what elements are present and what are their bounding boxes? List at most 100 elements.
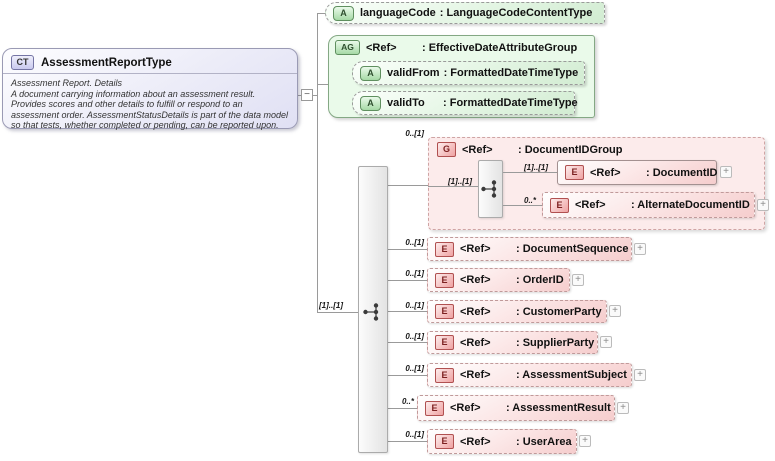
- cardinality-label: [1]..[1]: [319, 301, 343, 310]
- element-type: : AssessmentSubject: [516, 369, 627, 381]
- group-icon: G: [437, 142, 456, 157]
- attribute-box-validfrom[interactable]: A validFrom: FormattedDateTimeType: [352, 61, 585, 85]
- cardinality-label: 0..[1]: [405, 301, 424, 310]
- connector-line: [388, 311, 427, 312]
- sequence-compositor-bar[interactable]: [358, 166, 388, 453]
- sequence-icon: [363, 303, 379, 321]
- element-ref: <Ref>: [460, 336, 491, 349]
- cardinality-label: 0..[1]: [405, 269, 424, 278]
- connector-line: [388, 408, 417, 409]
- expand-icon[interactable]: +: [634, 369, 646, 381]
- expand-icon[interactable]: +: [720, 166, 732, 178]
- cardinality-label: 0..[1]: [405, 430, 424, 439]
- element-ref: <Ref>: [450, 402, 481, 414]
- group-type: : DocumentIDGroup: [518, 143, 623, 156]
- cardinality-label: [1]..[1]: [448, 177, 472, 186]
- connector-line: [317, 13, 318, 313]
- element-type: : OrderID: [516, 274, 564, 286]
- group-header: G <Ref> : DocumentIDGroup: [429, 138, 764, 157]
- element-ref: <Ref>: [590, 166, 621, 179]
- element-icon: E: [435, 241, 454, 257]
- element-box-documentsequence[interactable]: E <Ref> : DocumentSequence: [427, 237, 632, 261]
- attribute-group-icon: AG: [335, 40, 360, 55]
- expand-icon[interactable]: +: [579, 435, 591, 447]
- attribute-type: : LanguageCodeContentType: [439, 7, 593, 19]
- element-type: : DocumentSequence: [516, 243, 629, 255]
- expand-icon[interactable]: +: [609, 305, 621, 317]
- cardinality-label: 0..[1]: [405, 129, 424, 138]
- cardinality-label: 0..[1]: [405, 364, 424, 373]
- connector-line: [388, 342, 427, 343]
- element-box-alternatedocumentid[interactable]: E <Ref>: AlternateDocumentID: [542, 192, 755, 218]
- element-ref: <Ref>: [460, 305, 491, 318]
- element-type: : AlternateDocumentID: [631, 199, 750, 211]
- element-box-assessmentresult[interactable]: E <Ref> : AssessmentResult: [417, 395, 615, 421]
- annotation-line1: Assessment Report. Details: [11, 78, 123, 88]
- cardinality-label: 0..[1]: [405, 332, 424, 341]
- element-box-customerparty[interactable]: E <Ref> : CustomerParty: [427, 300, 607, 323]
- element-type: : DocumentID: [646, 166, 718, 179]
- connector-line: [503, 205, 542, 206]
- element-icon: E: [565, 165, 584, 180]
- connector-line: [388, 185, 428, 186]
- annotation-body: A document carrying information about an…: [11, 88, 288, 131]
- cardinality-label: 0..*: [524, 196, 537, 205]
- cardinality-label: 0..[1]: [405, 238, 424, 247]
- connector-line: [317, 84, 338, 85]
- attribute-group-type: : EffectiveDateAttributeGroup: [422, 41, 578, 54]
- element-icon: E: [435, 304, 454, 319]
- complex-type-header: CT AssessmentReportType: [3, 49, 297, 74]
- element-ref: <Ref>: [460, 243, 491, 255]
- attribute-icon: A: [333, 5, 354, 21]
- element-icon: E: [435, 335, 454, 350]
- expand-icon[interactable]: +: [600, 336, 612, 348]
- complex-type-title: AssessmentReportType: [41, 56, 172, 69]
- attribute-name: validTo: [387, 97, 425, 109]
- element-box-orderid[interactable]: E <Ref> : OrderID: [427, 268, 570, 292]
- connector-line: [317, 312, 358, 313]
- element-box-supplierparty[interactable]: E <Ref> : SupplierParty: [427, 331, 598, 354]
- connector-line: [503, 172, 557, 173]
- connector-line: [313, 95, 318, 96]
- cardinality-label: 0..*: [401, 397, 414, 406]
- connector-line: [298, 95, 301, 96]
- expand-icon[interactable]: +: [757, 199, 769, 211]
- element-type: : SupplierParty: [516, 336, 595, 349]
- element-box-userarea[interactable]: E <Ref>: UserArea: [427, 429, 577, 454]
- element-icon: E: [435, 434, 454, 449]
- element-type: : AssessmentResult: [506, 402, 611, 414]
- sequence-icon: [481, 180, 497, 198]
- attribute-type: : FormattedDateTimeType: [443, 67, 579, 79]
- element-type: : UserArea: [516, 435, 572, 448]
- attribute-group-ref: <Ref>: [366, 41, 397, 54]
- element-box-assessmentsubject[interactable]: E <Ref>: AssessmentSubject: [427, 363, 632, 387]
- attribute-box-validto[interactable]: A validTo : FormattedDateTimeType: [352, 91, 578, 115]
- complex-type-icon: CT: [11, 55, 34, 70]
- complex-type-box[interactable]: CT AssessmentReportType Assessment Repor…: [2, 48, 298, 131]
- group-ref: <Ref>: [462, 143, 493, 156]
- cardinality-label: [1]..[1]: [524, 163, 548, 172]
- attribute-icon: A: [360, 95, 381, 111]
- connector-line: [388, 249, 427, 250]
- attribute-name: validFrom: [387, 67, 440, 79]
- attribute-group-header: AG <Ref> : EffectiveDateAttributeGroup: [329, 36, 594, 55]
- attribute-icon: A: [360, 65, 381, 81]
- element-type: : CustomerParty: [516, 305, 602, 318]
- expand-icon[interactable]: +: [617, 402, 629, 414]
- element-box-documentid[interactable]: E <Ref> : DocumentID: [557, 160, 718, 185]
- element-icon: E: [435, 272, 454, 288]
- connector-line: [388, 441, 427, 442]
- element-ref: <Ref>: [460, 369, 491, 381]
- attribute-box-languagecode[interactable]: A languageCode: LanguageCodeContentType: [325, 2, 605, 24]
- element-ref: <Ref>: [575, 199, 606, 211]
- attribute-type: : FormattedDateTimeType: [443, 97, 578, 109]
- element-ref: <Ref>: [460, 274, 491, 286]
- collapse-icon[interactable]: −: [301, 89, 313, 101]
- expand-icon[interactable]: +: [572, 274, 584, 286]
- expand-icon[interactable]: +: [634, 243, 646, 255]
- connector-line: [388, 375, 427, 376]
- element-icon: E: [425, 400, 444, 416]
- connector-line: [388, 280, 427, 281]
- annotation-text: Assessment Report. Details A document ca…: [3, 74, 297, 131]
